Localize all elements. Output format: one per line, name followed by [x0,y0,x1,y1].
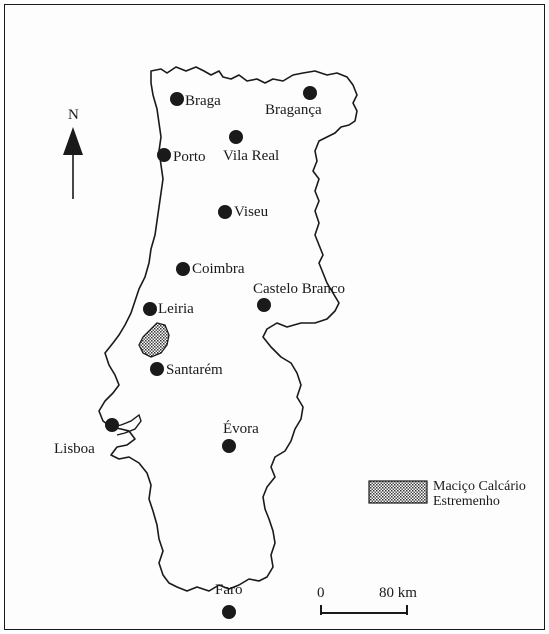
city-label: Castelo Branco [253,281,345,297]
portugal-outline [98,66,358,592]
legend-label-line2: Estremenho [433,494,500,509]
city-castelo-branco: Castelo Branco [253,281,345,312]
city-lisboa: Lisboa [54,418,119,457]
map-frame: N Braga Bragança Porto Vila Real Viseu C… [4,4,545,630]
legend: Maciço Calcário Estremenho [368,479,526,509]
city-label: Braga [185,93,221,109]
scale-zero-label: 0 [317,585,325,601]
city-label: Coimbra [192,261,245,277]
city-faro: Faro [215,582,243,619]
legend-label-line1: Maciço Calcário [433,479,526,494]
city-leiria: Leiria [143,301,194,317]
map-canvas: N Braga Bragança Porto Vila Real Viseu C… [54,66,526,619]
city-label: Leiria [158,301,194,317]
city-label: Bragança [265,102,322,118]
city-label: Lisboa [54,441,95,457]
city-braganca: Bragança [265,86,322,118]
city-viseu: Viseu [218,204,269,220]
city-label: Santarém [166,362,223,378]
city-label: Évora [223,420,259,437]
city-label: Porto [173,149,206,165]
scale-distance-label: 80 km [379,585,417,601]
legend-swatch [368,480,428,504]
city-coimbra: Coimbra [176,261,245,277]
north-arrow: N [63,107,83,199]
city-label: Viseu [234,204,269,220]
city-evora: Évora [222,420,259,453]
city-braga: Braga [170,92,221,109]
north-label: N [68,107,79,123]
macico-calcario-region [138,322,170,358]
lisbon-estuary [110,413,142,436]
city-label: Faro [215,582,243,598]
scale-bar: 0 80 km [317,585,417,615]
city-vila-real: Vila Real [223,130,279,164]
city-santarem: Santarém [150,362,223,378]
city-label: Vila Real [223,148,279,164]
city-porto: Porto [157,148,206,165]
